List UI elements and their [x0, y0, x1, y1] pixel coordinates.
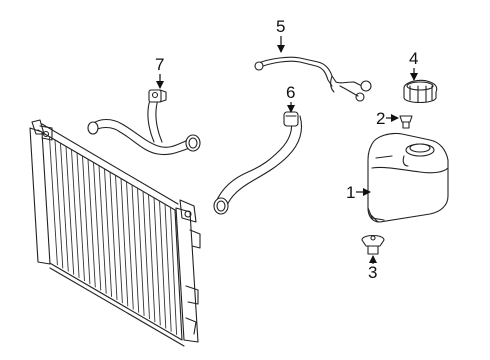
svg-text:3: 3	[368, 263, 377, 282]
svg-text:7: 7	[155, 55, 164, 74]
svg-text:2: 2	[376, 109, 385, 128]
coolant-reservoir	[367, 132, 449, 223]
radiator-fin-line	[115, 175, 123, 304]
radiator-fin-line	[164, 203, 172, 332]
radiator-fin-line	[153, 197, 161, 326]
callout-2: 2	[376, 109, 399, 128]
radiator-fin-line	[49, 137, 58, 266]
sensor-plug	[399, 115, 413, 129]
callout-5: 5	[276, 17, 285, 53]
radiator-fin-line	[109, 171, 118, 301]
reservoir-cap	[403, 79, 438, 104]
radiator-fin-line	[93, 162, 102, 291]
radiator-fin-line	[71, 149, 80, 278]
radiator-fin-line	[87, 159, 96, 288]
callout-4: 4	[409, 49, 418, 81]
radiator-fin-line	[60, 143, 69, 272]
svg-text:1: 1	[346, 183, 355, 202]
radiator-fin-line	[142, 190, 150, 320]
radiator	[29, 119, 201, 347]
radiator-fin-line	[98, 165, 107, 294]
upper-radiator-hose	[87, 89, 201, 156]
radiator-fin-line	[170, 206, 178, 335]
radiator-fin-line	[104, 168, 113, 297]
radiator-fin-line	[159, 200, 167, 329]
radiator-fin-line	[148, 194, 156, 323]
svg-text:6: 6	[286, 83, 295, 102]
radiator-fin-line	[120, 178, 129, 307]
radiator-fin-line	[82, 156, 91, 285]
callout-3: 3	[368, 255, 377, 282]
callout-6: 6	[286, 83, 295, 113]
radiator-fin-line	[76, 152, 85, 282]
radiator-fin-line	[126, 181, 134, 310]
bleed-line-tube	[254, 56, 372, 102]
callout-7: 7	[155, 55, 164, 89]
reservoir-mount	[361, 234, 385, 255]
radiator-fins	[49, 137, 178, 335]
lower-radiator-hose	[213, 111, 303, 215]
radiator-fin-line	[137, 187, 145, 316]
callout-1: 1	[346, 183, 371, 202]
svg-text:4: 4	[409, 49, 418, 68]
radiator-fin-line	[54, 140, 64, 269]
svg-text:5: 5	[276, 17, 285, 36]
radiator-fin-line	[65, 146, 75, 275]
radiator-fin-line	[131, 184, 140, 313]
